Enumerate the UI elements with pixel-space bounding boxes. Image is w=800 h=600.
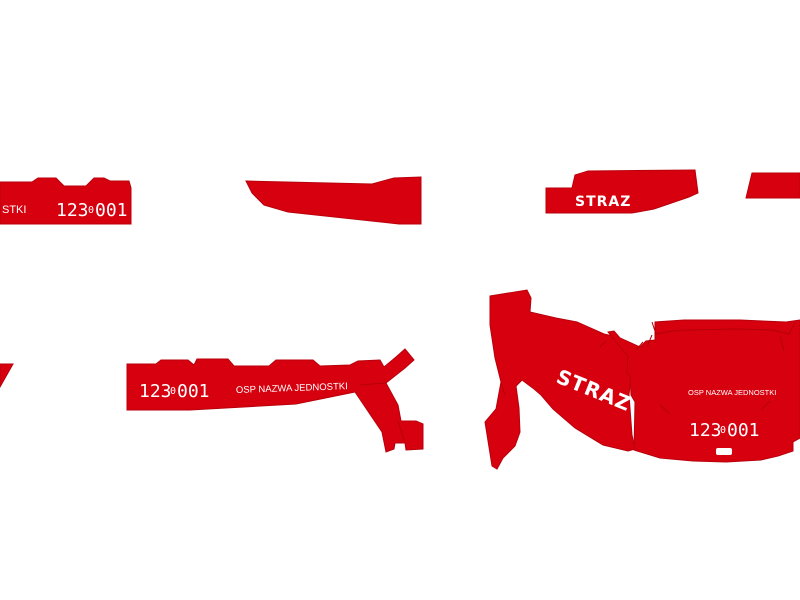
decal-text-straz-top: STRAZ bbox=[575, 194, 631, 210]
decal-cutline-arm bbox=[359, 382, 406, 444]
decal-piece-top-middle-blade bbox=[245, 176, 422, 225]
decal-piece-top-right-straz bbox=[545, 169, 699, 214]
decal-number-main: 123 bbox=[56, 200, 89, 221]
decal-cutout-hood-slot bbox=[716, 448, 732, 455]
decal-number-right: 123 0 001 bbox=[689, 420, 760, 441]
decal-piece-right-front-panel bbox=[484, 289, 636, 470]
decal-piece-top-left-strip bbox=[0, 177, 132, 225]
decal-text-unit-short: STKI bbox=[2, 204, 26, 216]
decal-text-unit-right: OSP NAZWA JEDNOSTKI bbox=[688, 388, 776, 397]
decal-number-sep: 0 bbox=[170, 386, 176, 397]
decal-number-main: 123 bbox=[689, 420, 722, 441]
decal-piece-right-hood-panel bbox=[607, 319, 800, 463]
decal-number-end: 001 bbox=[95, 200, 128, 221]
decal-piece-top-far-right bbox=[745, 172, 800, 199]
decal-piece-left-triangle bbox=[0, 363, 14, 389]
decal-number-end: 001 bbox=[177, 381, 210, 402]
decal-piece-middle-left-strip bbox=[126, 348, 424, 453]
decal-cutline-front bbox=[500, 340, 607, 396]
decal-number-end: 001 bbox=[727, 420, 760, 441]
decal-number-sep: 0 bbox=[720, 425, 726, 436]
decal-cutline-hood bbox=[635, 321, 796, 415]
decal-number-main: 123 bbox=[139, 381, 172, 402]
decal-text-unit-middle: OSP NAZWA JEDNOSTKI bbox=[236, 381, 348, 396]
decal-number-top-left: 123 0 001 bbox=[56, 200, 128, 221]
decal-number-middle-left: 123 0 001 bbox=[139, 381, 210, 402]
decal-number-sep: 0 bbox=[88, 205, 94, 216]
